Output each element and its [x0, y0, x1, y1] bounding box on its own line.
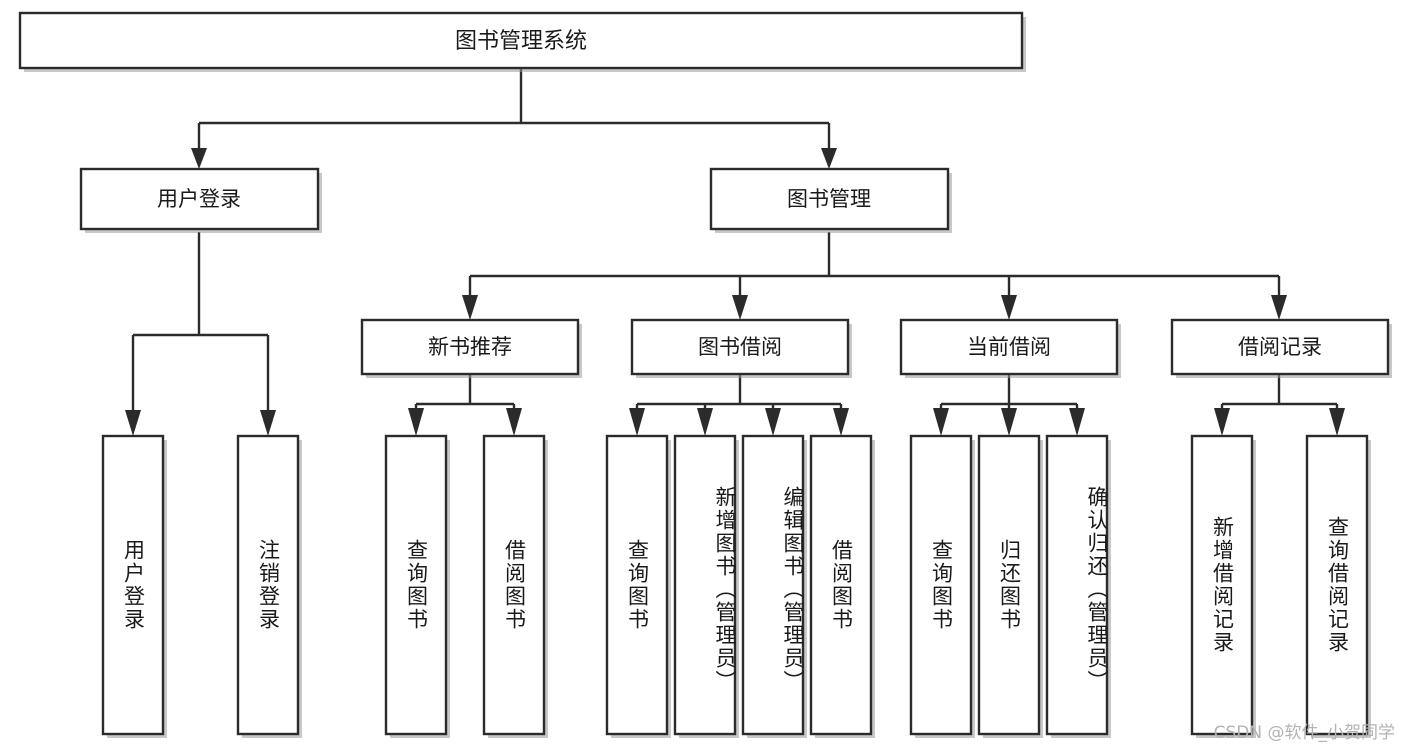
arrowhead-leaf-return-book: [1001, 408, 1017, 436]
root-box[interactable]: [18, 11, 1024, 70]
node-leaf-query-record[interactable]: [1305, 434, 1371, 738]
arrowhead-leaf-borrow-book-2: [833, 408, 849, 436]
arrowhead-leaf-query-book-3: [933, 408, 949, 436]
leaf-boxes-layer: [101, 434, 1371, 738]
arrowhead-book-manage: [821, 148, 837, 169]
leaf-borrow-book-2-box[interactable]: [809, 434, 873, 736]
leaf-user-login-box[interactable]: [101, 434, 165, 736]
node-leaf-return-book[interactable]: [977, 434, 1043, 738]
new-book-recommend-label: 新书推荐: [428, 335, 512, 359]
leaf-borrow-book-1-box[interactable]: [482, 434, 546, 736]
arrowhead-leaf-confirm-return: [1069, 408, 1085, 436]
node-leaf-logout-login[interactable]: [236, 434, 302, 738]
nodes-layer: 图书管理系统 用户登录 图书管理 新书推荐: [18, 11, 1392, 738]
node-leaf-query-book-3[interactable]: [909, 434, 975, 738]
node-leaf-borrow-book-1[interactable]: [482, 434, 548, 738]
arrowhead-new-book-recommend: [462, 295, 478, 320]
csdn-watermark: CSDN @软件_小贺同学: [1213, 723, 1395, 743]
node-borrow-record[interactable]: 借阅记录: [1170, 318, 1392, 378]
arrowhead-leaf-user-login: [125, 410, 141, 436]
leaf-add-record-box[interactable]: [1190, 434, 1254, 736]
node-leaf-query-book-1[interactable]: [384, 434, 450, 738]
node-leaf-confirm-return[interactable]: [1045, 434, 1111, 738]
book-manage-label: 图书管理: [787, 187, 871, 211]
node-new-book-recommend[interactable]: 新书推荐: [360, 318, 582, 378]
leaf-query-book-1-box[interactable]: [384, 434, 448, 736]
current-borrow-box[interactable]: [899, 318, 1119, 376]
arrowhead-leaf-add-book: [697, 408, 713, 436]
node-leaf-add-book[interactable]: [673, 434, 739, 738]
node-current-borrow[interactable]: 当前借阅: [899, 318, 1121, 378]
arrowhead-leaf-query-book-2: [629, 408, 645, 436]
node-user-login[interactable]: 用户登录: [79, 167, 322, 233]
arrowhead-leaf-borrow-book-1: [506, 408, 522, 436]
node-leaf-add-record[interactable]: [1190, 434, 1256, 738]
book-borrow-label: 图书借阅: [698, 335, 782, 359]
node-root[interactable]: 图书管理系统: [18, 11, 1026, 72]
borrow-record-box[interactable]: [1170, 318, 1390, 376]
node-book-manage[interactable]: 图书管理: [709, 167, 952, 233]
user-login-box[interactable]: [79, 167, 320, 231]
arrowhead-leaf-query-record: [1329, 408, 1345, 436]
arrowhead-leaf-logout-login: [260, 410, 276, 436]
leaf-query-record-box[interactable]: [1305, 434, 1369, 736]
node-leaf-borrow-book-2[interactable]: [809, 434, 875, 738]
node-book-borrow[interactable]: 图书借阅: [630, 318, 852, 378]
arrowhead-borrow-record: [1271, 295, 1287, 320]
leaf-query-book-3-box[interactable]: [909, 434, 973, 736]
arrowhead-leaf-add-record: [1214, 408, 1230, 436]
leaf-logout-login-box[interactable]: [236, 434, 300, 736]
borrow-record-label: 借阅记录: [1238, 335, 1322, 359]
book-manage-box[interactable]: [709, 167, 950, 231]
node-leaf-user-login[interactable]: [101, 434, 167, 738]
arrowhead-leaf-query-book-1: [408, 408, 424, 436]
node-leaf-edit-book[interactable]: [741, 434, 807, 738]
leaf-edit-book-box[interactable]: [741, 434, 805, 736]
node-leaf-query-book-2[interactable]: [605, 434, 671, 738]
edges-layer: [125, 69, 1345, 436]
arrowhead-user-login: [191, 148, 207, 169]
current-borrow-label: 当前借阅: [967, 335, 1051, 359]
root-label: 图书管理系统: [455, 29, 587, 54]
book-borrow-box[interactable]: [630, 318, 850, 376]
leaf-query-book-2-box[interactable]: [605, 434, 669, 736]
new-book-recommend-box[interactable]: [360, 318, 580, 376]
user-login-label: 用户登录: [157, 187, 241, 211]
arrowhead-book-borrow: [732, 295, 748, 320]
leaf-confirm-return-box[interactable]: [1045, 434, 1109, 736]
arrowhead-current-borrow: [1001, 295, 1017, 320]
leaf-return-book-box[interactable]: [977, 434, 1041, 736]
leaf-add-book-box[interactable]: [673, 434, 737, 736]
arrowhead-leaf-edit-book: [765, 408, 781, 436]
